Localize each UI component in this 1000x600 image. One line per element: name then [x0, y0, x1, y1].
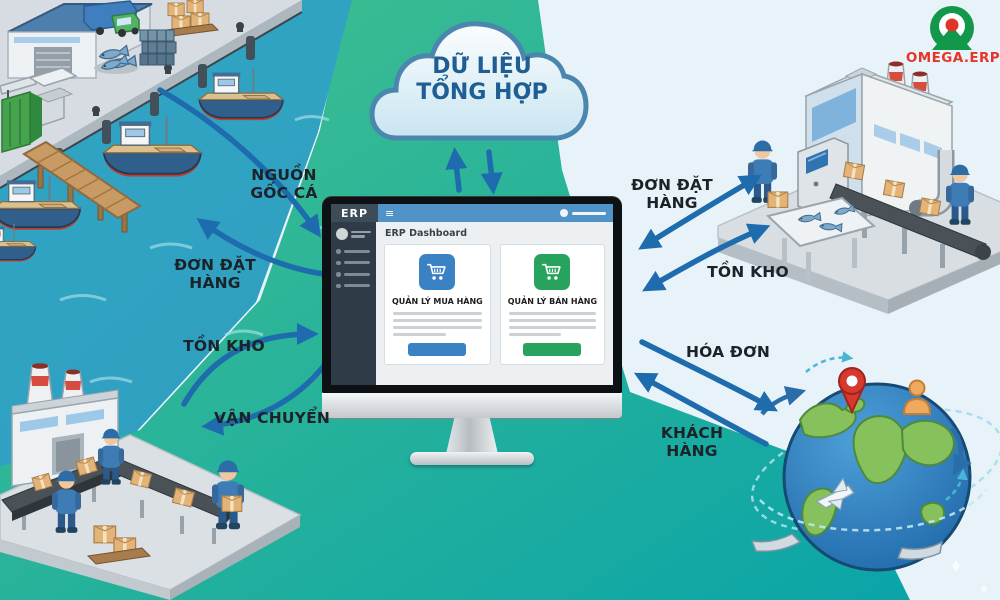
app-sidebar — [331, 222, 376, 385]
profile-avatar — [336, 228, 348, 240]
label-inventory-right: TỒN KHO — [707, 263, 789, 281]
arrow-inventory-right — [642, 223, 771, 292]
purchase-card-button — [408, 343, 467, 356]
sales-card-button — [523, 343, 582, 356]
packing-factory — [0, 363, 302, 600]
hamburger-icon: ≡ — [385, 206, 395, 220]
app-header: ERP ≡ — [331, 204, 613, 222]
sidebar-item — [336, 249, 371, 254]
card-purchase-management: QUẢN LÝ MUA HÀNG — [384, 244, 491, 365]
erp-app-window: ERP ≡ — [331, 204, 613, 385]
green-shed — [1, 91, 42, 153]
dashboard-main: ERP Dashboard QUẢN LÝ MUA HÀNG — [376, 222, 613, 385]
placeholder-line — [393, 333, 446, 336]
card-title: QUẢN LÝ MUA HÀNG — [392, 297, 483, 306]
arrow-inventory-left — [181, 323, 319, 407]
label-invoice: HÓA ĐƠN — [685, 343, 771, 361]
placeholder-line — [393, 326, 482, 329]
wooden-pier — [22, 140, 142, 233]
placeholder-line — [508, 319, 597, 322]
sidebar-profile — [336, 228, 371, 240]
page-title: ERP Dashboard — [385, 228, 468, 239]
fish-crates — [139, 29, 177, 66]
bollard-icon — [92, 22, 244, 116]
sparkle — [980, 584, 988, 594]
monitor-stand — [446, 418, 498, 454]
sidebar-item — [336, 283, 371, 288]
arrow-invoice — [639, 339, 778, 412]
sidebar-item — [336, 260, 371, 265]
app-brand: ERP — [331, 204, 378, 222]
card-title: QUẢN LÝ BÁN HÀNG — [507, 297, 598, 306]
monitor-base — [410, 452, 534, 465]
label-shipping: VẬN CHUYỂN — [213, 409, 331, 427]
arrow-shipping — [201, 355, 333, 436]
omega-erp-logo-icon — [930, 6, 974, 50]
fish-sorting-table — [765, 196, 877, 282]
plane-icon — [815, 477, 855, 511]
placeholder-line — [393, 312, 482, 315]
placeholder-line — [508, 326, 597, 329]
arrow-order-left — [196, 217, 327, 277]
monitor-bezel: ERP ≡ — [322, 196, 622, 393]
topbar-placeholder — [572, 211, 606, 215]
monitor: ERP ≡ — [322, 196, 622, 470]
sidebar-item — [336, 272, 371, 277]
app-topbar: ≡ — [378, 204, 613, 222]
cart-icon — [419, 254, 456, 290]
card-sales-management: QUẢN LÝ BÁN HÀNG — [499, 244, 606, 365]
map-pin-icon — [838, 367, 866, 415]
arrow-to-cloud — [445, 147, 468, 193]
arrow-from-cloud — [480, 149, 503, 195]
person-icon — [902, 379, 932, 415]
harbor-crane — [0, 67, 78, 128]
pallet-stack — [86, 524, 152, 565]
globe — [750, 351, 1000, 572]
sparkle — [952, 560, 960, 572]
fish-pile — [94, 44, 138, 74]
omega-erp-logo-text: OMEGA.ERP — [905, 50, 1000, 66]
monitor-chin — [322, 393, 622, 419]
placeholder-line — [508, 333, 561, 336]
processing-factory — [717, 61, 1000, 314]
label-inventory-left: TỒN KHO — [183, 337, 265, 355]
arrow-fish-origin — [157, 87, 321, 238]
user-avatar — [560, 209, 568, 217]
arrow-customer — [633, 372, 769, 447]
cart-icon — [534, 254, 571, 290]
placeholder-line — [508, 312, 597, 315]
delivery-truck — [83, 0, 140, 37]
data-cloud — [369, 21, 589, 141]
placeholder-line — [393, 319, 482, 322]
